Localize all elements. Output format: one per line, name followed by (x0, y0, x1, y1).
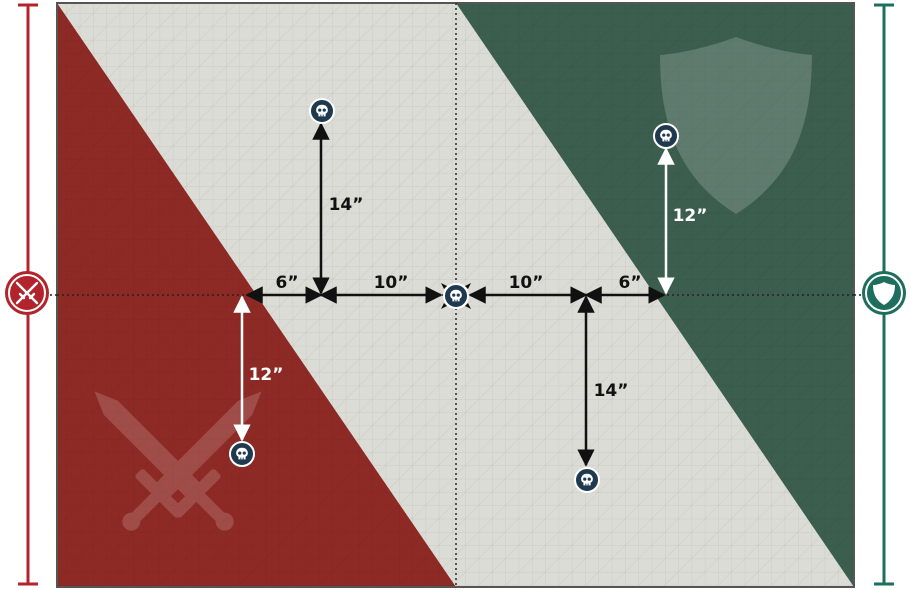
shield-watermark-icon (660, 37, 812, 214)
center-objective-marker (441, 283, 471, 309)
objective-marker-upper-right (653, 123, 679, 149)
label-left-vertical: 12” (249, 365, 284, 385)
shield-icon (873, 282, 895, 305)
defender-emblem (862, 271, 906, 315)
center-arrow-icons (441, 283, 471, 309)
label-right-horizontal: 6” (618, 273, 641, 293)
label-right-vertical: 12” (673, 206, 708, 226)
label-center-right: 10” (509, 273, 544, 293)
label-left-horizontal: 6” (275, 273, 298, 293)
objective-marker-lower-left (229, 441, 255, 467)
label-lower-vertical: 14” (594, 381, 629, 401)
label-center-left: 10” (374, 273, 409, 293)
objective-marker-lower-right (574, 467, 600, 493)
label-upper-vertical: 14” (329, 195, 364, 215)
crossed-swords-icon (15, 281, 39, 305)
attacker-emblem (5, 271, 49, 315)
objective-marker-upper-left (309, 98, 335, 124)
